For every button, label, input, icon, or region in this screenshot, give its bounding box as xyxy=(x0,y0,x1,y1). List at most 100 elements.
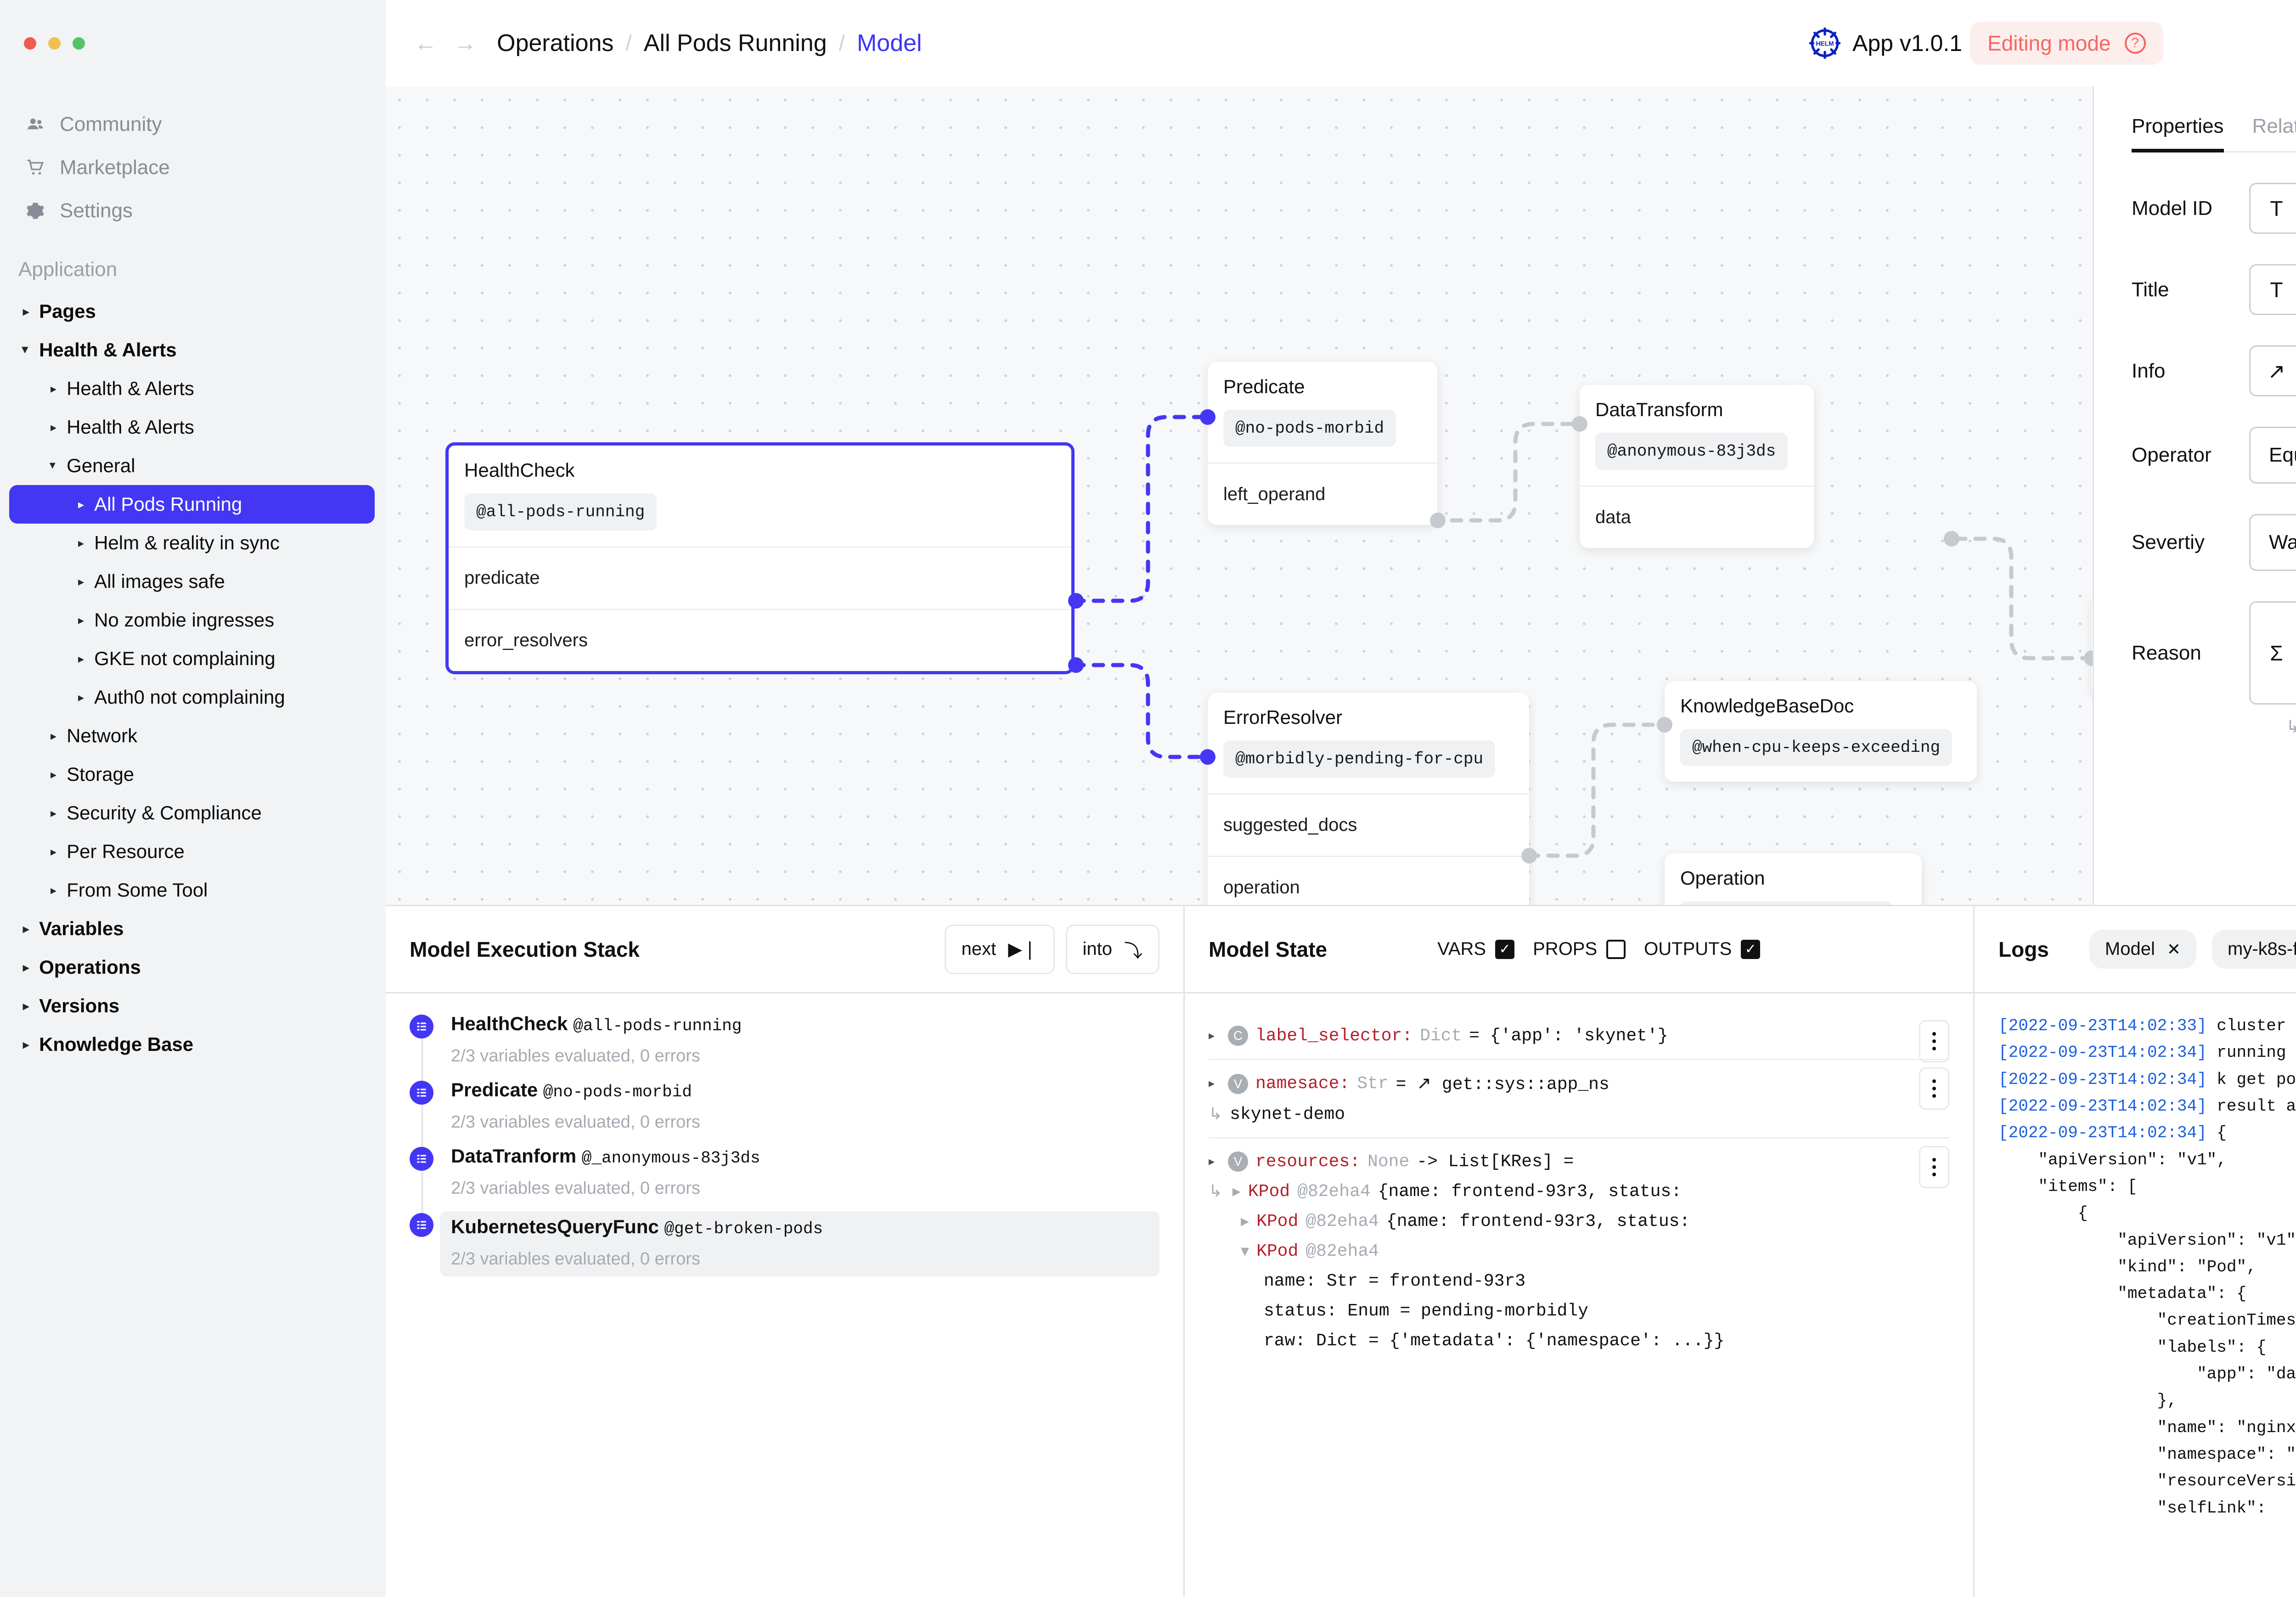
chevron-right-icon[interactable]: ▸ xyxy=(23,923,29,935)
expand-prefix-icon[interactable]: ▸ xyxy=(1241,1212,1249,1231)
into-button[interactable]: into ⤵ xyxy=(1066,925,1160,974)
sidebar-item-community[interactable]: Community xyxy=(0,103,386,146)
node-slot-left-operand[interactable]: left_operand xyxy=(1208,463,1437,525)
operator-select[interactable]: Equals exactly ▼ xyxy=(2249,427,2296,484)
breadcrumb-item-operations[interactable]: Operations xyxy=(497,29,613,57)
chevron-right-icon[interactable]: ▸ xyxy=(23,1000,29,1012)
next-button[interactable]: next ▶❘ xyxy=(945,925,1055,974)
chevron-right-icon[interactable]: ▸ xyxy=(51,884,56,896)
forward-icon[interactable]: → xyxy=(454,32,477,55)
sidebar-item-versions[interactable]: ▸Versions xyxy=(9,987,375,1025)
chevron-right-icon[interactable]: ▸ xyxy=(78,576,84,587)
chevron-down-icon[interactable]: ▸ xyxy=(20,347,32,353)
outputs-toggle[interactable]: OUTPUTS ✓ xyxy=(1644,939,1760,959)
help-icon[interactable]: ? xyxy=(2125,33,2146,54)
node-slot-error-resolvers[interactable]: error_resolvers xyxy=(449,609,1071,671)
chevron-right-icon[interactable]: ▸ xyxy=(78,537,84,549)
port-datatransform-in[interactable] xyxy=(1572,416,1587,432)
state-variable-row[interactable]: ▸ C label_selector: Dict = {'app': 'skyn… xyxy=(1209,1013,1949,1059)
expand-prefix-icon[interactable]: ↳ ▸ xyxy=(1209,1182,1241,1202)
vars-checkbox[interactable]: ✓ xyxy=(1495,940,1514,959)
tab-relations[interactable]: Relations xyxy=(2252,115,2296,152)
sidebar-item-gke-not-complaining[interactable]: ▸GKE not complaining xyxy=(9,639,375,678)
graph-node-operation[interactable]: Operation @add-temporary-node xyxy=(1665,853,1922,905)
sidebar-item-knowledge-base[interactable]: ▸Knowledge Base xyxy=(9,1025,375,1064)
stack-entry[interactable]: KubernetesQueryFunc @get-broken-pods 2/3… xyxy=(410,1211,1159,1289)
state-child-row[interactable]: ▾ KPod @82eha4 xyxy=(1209,1241,1949,1261)
graph-node-predicate[interactable]: Predicate @no-pods-morbid left_operand xyxy=(1208,362,1437,525)
row-menu-button[interactable] xyxy=(1919,1146,1949,1188)
logs-body[interactable]: [2022-09-23T14:02:33] cluster ping succe… xyxy=(1975,993,2296,1597)
state-child-row[interactable]: ↳ ▸ KPod @82eha4 {name: frontend-93r3, s… xyxy=(1209,1182,1949,1202)
window-controls[interactable] xyxy=(0,37,386,50)
sidebar-item-network[interactable]: ▸Network xyxy=(9,717,375,755)
filter-chip-model[interactable]: Model ✕ xyxy=(2089,930,2196,969)
stack-entry[interactable]: Predicate @no-pods-morbid 2/3 variables … xyxy=(410,1079,1159,1145)
node-slot-data[interactable]: data xyxy=(1580,485,1814,548)
sidebar-item-from-some-tool[interactable]: ▸From Some Tool xyxy=(9,871,375,909)
minimize-window-button[interactable] xyxy=(48,37,61,50)
port-data-out[interactable] xyxy=(1944,531,1959,547)
sidebar-item-storage[interactable]: ▸Storage xyxy=(9,755,375,794)
sidebar-item-variables[interactable]: ▸Variables xyxy=(9,909,375,948)
stack-entry[interactable]: HealthCheck @all-pods-running 2/3 variab… xyxy=(410,1013,1159,1079)
close-icon[interactable]: ✕ xyxy=(2167,940,2181,959)
chevron-down-icon[interactable]: ▸ xyxy=(48,463,60,468)
vars-toggle[interactable]: VARS ✓ xyxy=(1437,939,1514,959)
graph-node-datatransform[interactable]: DataTransform @anonymous-83j3ds data xyxy=(1580,385,1814,548)
row-menu-button[interactable] xyxy=(1919,1020,1949,1062)
chevron-right-icon[interactable]: ▸ xyxy=(78,653,84,665)
outputs-checkbox[interactable]: ✓ xyxy=(1741,940,1760,959)
chevron-right-icon[interactable]: ▸ xyxy=(23,961,29,973)
port-error-resolvers-out[interactable] xyxy=(1068,657,1084,673)
node-slot-predicate[interactable]: predicate xyxy=(449,546,1071,609)
port-kubernetesqueryfunc-in[interactable] xyxy=(2084,650,2094,666)
back-icon[interactable]: ← xyxy=(414,32,437,55)
sidebar-item-health-alerts-2[interactable]: ▸Health & Alerts xyxy=(9,369,375,408)
chevron-right-icon[interactable]: ▸ xyxy=(78,498,84,510)
tab-properties[interactable]: Properties xyxy=(2132,115,2224,152)
graph-node-kubernetesqueryfunc[interactable]: KubernetesQueryFunc @get-broken-pods xyxy=(2092,596,2094,697)
sidebar-item-all-images-safe[interactable]: ▸All images safe xyxy=(9,562,375,601)
sidebar-item-helm-reality-in-sync[interactable]: ▸Helm & reality in sync xyxy=(9,524,375,562)
breadcrumb-item-model[interactable]: Model xyxy=(857,29,922,57)
state-child-row[interactable]: ▸ KPod @82eha4 {name: frontend-93r3, sta… xyxy=(1209,1212,1949,1231)
port-knowledgebasedoc-in[interactable] xyxy=(1657,717,1672,733)
port-predicate-in[interactable] xyxy=(1200,409,1216,425)
port-predicate-out[interactable] xyxy=(1068,593,1084,609)
sidebar-item-marketplace[interactable]: Marketplace xyxy=(0,146,386,189)
chevron-right-icon[interactable]: ▸ xyxy=(23,1038,29,1050)
sidebar-item-auth0-not-complaining[interactable]: ▸Auth0 not complaining xyxy=(9,678,375,717)
sidebar-item-operations[interactable]: ▸Operations xyxy=(9,948,375,987)
chevron-right-icon[interactable]: ▸ xyxy=(1209,1155,1221,1169)
breadcrumb-item-all-pods-running[interactable]: All Pods Running xyxy=(644,29,827,57)
model-graph-canvas[interactable]: HealthCheck @all-pods-running predicate … xyxy=(386,86,2094,905)
chevron-right-icon[interactable]: ▸ xyxy=(23,305,29,317)
chevron-right-icon[interactable]: ▸ xyxy=(78,614,84,626)
state-body[interactable]: ▸ C label_selector: Dict = {'app': 'skyn… xyxy=(1185,993,1973,1597)
sidebar-item-security-compliance[interactable]: ▸Security & Compliance xyxy=(9,794,375,832)
chevron-right-icon[interactable]: ▸ xyxy=(51,421,56,433)
sidebar-item-per-resource[interactable]: ▸Per Resource xyxy=(9,832,375,871)
chevron-right-icon[interactable]: ▸ xyxy=(51,846,56,858)
filter-chip-my-k8s-filter[interactable]: my-k8s-filter ✕ xyxy=(2212,930,2296,969)
chevron-right-icon[interactable]: ▸ xyxy=(1209,1029,1221,1043)
sidebar-item-health-alerts-3[interactable]: ▸Health & Alerts xyxy=(9,408,375,446)
title-field[interactable]: T All pods healthy xyxy=(2249,264,2296,315)
collapse-prefix-icon[interactable]: ▾ xyxy=(1241,1241,1249,1261)
maximize-window-button[interactable] xyxy=(73,37,85,50)
port-left-operand-out[interactable] xyxy=(1430,513,1446,528)
sidebar-item-general[interactable]: ▸General xyxy=(9,446,375,485)
node-slot-suggested-docs[interactable]: suggested_docs xyxy=(1208,793,1529,856)
model-id-field[interactable]: T @all-pods-running xyxy=(2249,183,2296,234)
props-toggle[interactable]: PROPS xyxy=(1533,939,1626,959)
sidebar-item-all-pods-running[interactable]: ▸All Pods Running xyxy=(9,485,375,524)
port-errorresolver-in[interactable] xyxy=(1200,749,1216,765)
chevron-right-icon[interactable]: ▸ xyxy=(51,730,56,742)
sidebar-item-settings[interactable]: Settings xyxy=(0,189,386,232)
node-slot-operation[interactable]: operation xyxy=(1208,856,1529,905)
close-window-button[interactable] xyxy=(24,37,36,50)
chevron-right-icon[interactable]: ▸ xyxy=(51,807,56,819)
port-suggested-docs-out[interactable] xyxy=(1521,848,1537,863)
chevron-right-icon[interactable]: ▸ xyxy=(51,383,56,395)
